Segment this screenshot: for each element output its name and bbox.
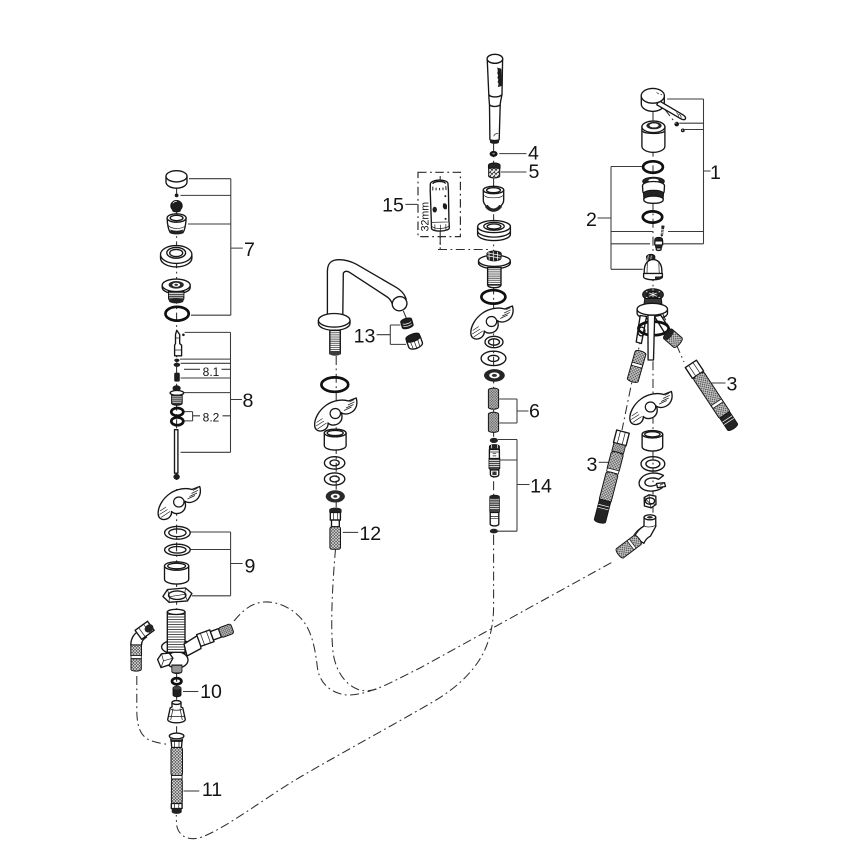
svg-text:12: 12 <box>359 523 381 545</box>
svg-text:9: 9 <box>245 556 256 578</box>
svg-text:3: 3 <box>587 454 598 476</box>
svg-text:3: 3 <box>727 374 738 396</box>
svg-text:14: 14 <box>530 476 552 498</box>
svg-text:4: 4 <box>528 143 539 165</box>
svg-text:8: 8 <box>243 390 254 412</box>
svg-text:2: 2 <box>586 209 597 231</box>
svg-text:8.1: 8.1 <box>203 365 220 379</box>
svg-text:8.2: 8.2 <box>203 410 220 424</box>
svg-text:7: 7 <box>244 239 255 261</box>
svg-text:13: 13 <box>354 326 376 348</box>
svg-text:11: 11 <box>202 779 222 801</box>
svg-text:32mm: 32mm <box>420 202 432 232</box>
svg-text:1: 1 <box>710 162 721 184</box>
svg-text:10: 10 <box>200 681 222 703</box>
svg-text:15: 15 <box>382 195 404 217</box>
svg-text:6: 6 <box>529 401 540 423</box>
svg-text:5: 5 <box>529 161 540 183</box>
